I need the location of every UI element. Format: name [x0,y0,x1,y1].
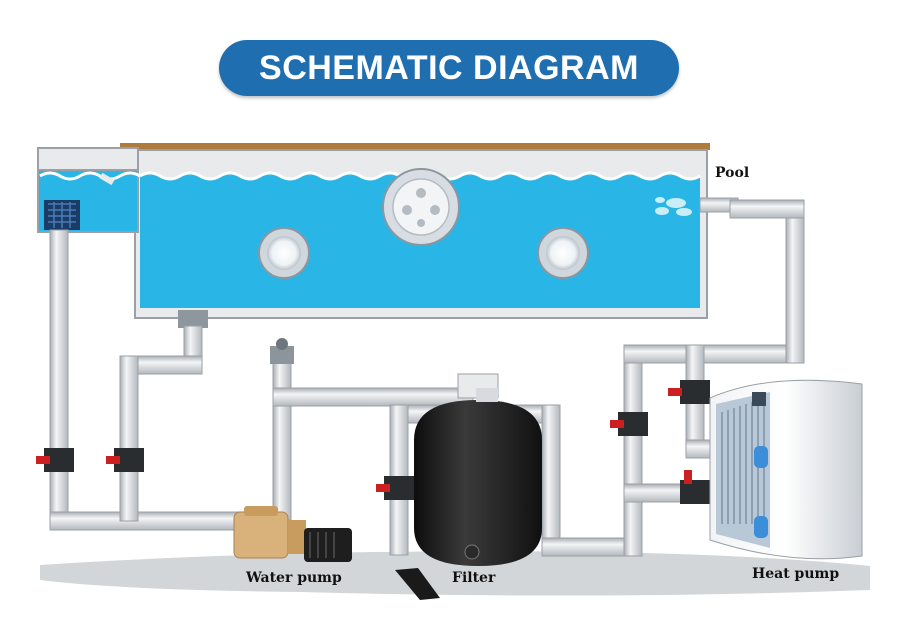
water-pump-icon [233,506,352,562]
pool-deck [120,143,710,150]
skimmer-basket-icon [44,200,80,230]
valve-skimmer-icon [36,448,74,472]
valves [36,338,710,504]
pool-label: Pool [715,165,749,181]
return-inlet-icon [655,197,739,216]
heat-pump-icon [709,379,863,560]
valve-heatpump-feed-icon [680,470,710,504]
pool-light-left-icon [258,227,310,279]
pool-light-right-icon [537,227,589,279]
title-banner: SCHEMATIC DIAGRAM [219,40,679,96]
check-valve-icon [270,338,294,364]
water-pump-label: Water pump [246,570,342,586]
valve-heatpump-return-icon [668,380,710,404]
valve-drain-icon [106,448,144,472]
valve-bypass-icon [610,412,648,436]
heat-pump-label: Heat pump [752,566,840,582]
pool-jet-fixture-icon [382,168,460,246]
diagram-title: SCHEMATIC DIAGRAM [259,48,639,87]
valve-filter-inlet-icon [376,476,414,500]
ground [40,551,870,600]
main-drain [178,310,208,328]
filter-label: Filter [452,570,496,586]
filter-tank-icon [414,373,542,566]
pool-basin [37,143,739,328]
